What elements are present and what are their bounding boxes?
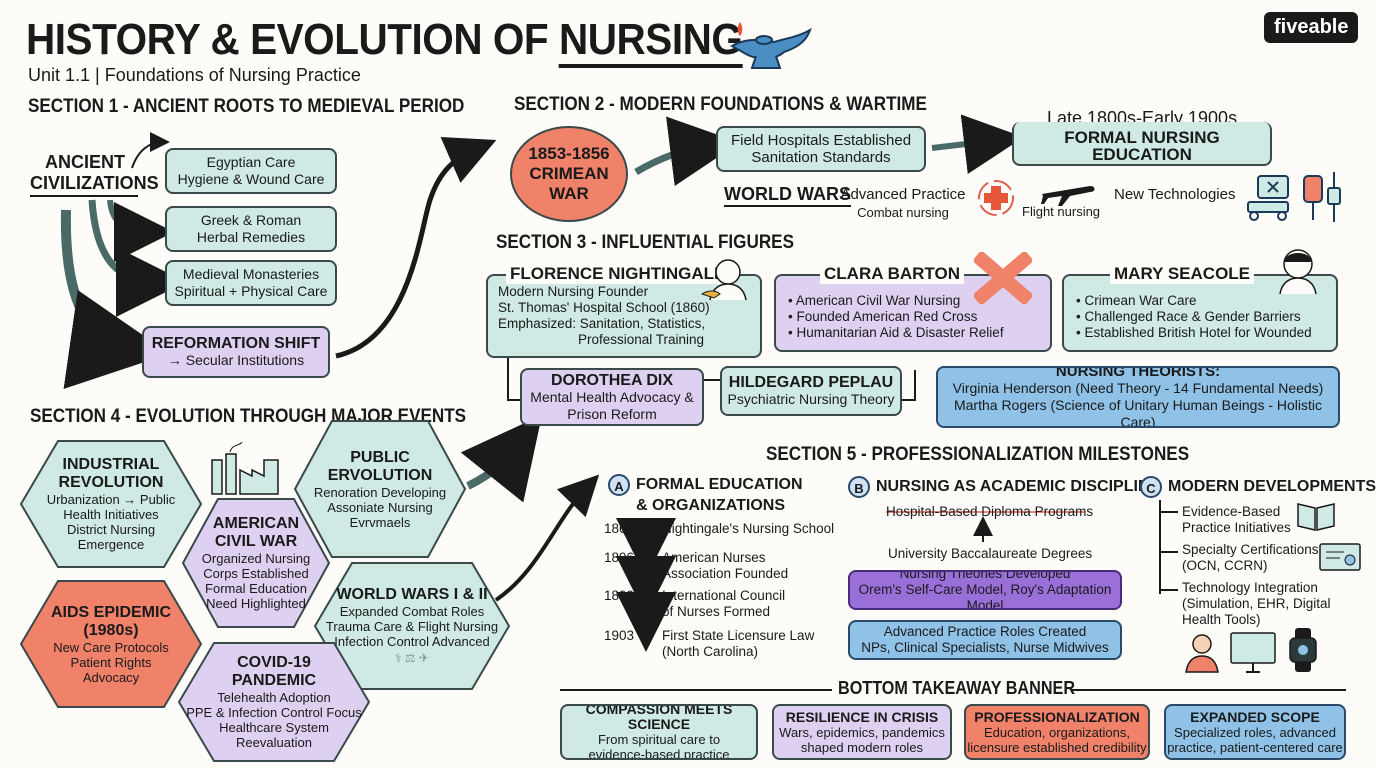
reformation-shift-box: REFORMATION SHIFT→ Secular Institutions (142, 326, 330, 378)
certificate-icon (1318, 542, 1362, 579)
section3-title: SECTION 3 - INFLUENTIAL FIGURES (496, 232, 794, 253)
smartwatch-icon (1286, 626, 1320, 679)
arrow-field-formal (931, 114, 1024, 175)
formal-nursing-education-box: FORMAL NURSING EDUCATION (1012, 122, 1272, 166)
arrow-to-reformation (60, 209, 170, 389)
red-cross-icon (974, 178, 1018, 223)
medical-cart-icon (1244, 172, 1294, 227)
new-technologies-label: New Technologies (1114, 186, 1236, 203)
arrow-to-medieval (88, 199, 186, 317)
clara-barton-name: CLARA BARTON (820, 264, 964, 284)
page-title: HISTORY & EVOLUTION OF NURSING (26, 14, 743, 68)
nursing-theorists-card: NURSING THEORISTS: Virginia Henderson (N… (936, 366, 1340, 428)
arrow-ww-to-section5 (494, 474, 600, 602)
factory-icon (208, 440, 282, 501)
nurse-icon (1180, 630, 1224, 679)
page-subtitle: Unit 1.1 | Foundations of Nursing Practi… (28, 65, 361, 85)
arrow-to-section2 (335, 137, 497, 359)
ww-small-icons: ⚕ ⚖ ✈ (395, 651, 429, 665)
monitor-icon (1228, 630, 1278, 679)
specialty-certifications-label: Specialty Certifications(OCN, CCRN) (1182, 542, 1319, 573)
section1-title: SECTION 1 - ANCIENT ROOTS TO MEDIEVAL PE… (28, 96, 465, 117)
ancient-civilizations-label: ANCIENT CIVILIZATIONS (30, 152, 159, 193)
arrow-to-greek (107, 199, 174, 262)
book-icon (1296, 500, 1336, 537)
iv-bag-icon (1298, 170, 1342, 229)
nightingale-portrait-icon (700, 254, 752, 311)
florence-nightingale-name: FLORENCE NIGHTINGALE (506, 264, 730, 284)
world-wars-label: WORLD WARS (724, 184, 851, 207)
hildegard-peplau-card: HILDEGARD PEPLAU Psychiatric Nursing The… (720, 366, 902, 416)
dorothea-dix-card: DOROTHEA DIX Mental Health Advocacy & Pr… (520, 368, 704, 426)
arrow-public-to-dix (460, 415, 542, 503)
oil-lamp-icon (726, 14, 816, 79)
hospital-diploma-label: Hospital-Based Diploma Programs (886, 504, 1094, 519)
seacole-portrait-icon (1272, 244, 1324, 301)
airplane-icon (1040, 178, 1096, 211)
technology-integration-label: Technology Integration(Simulation, EHR, … (1182, 580, 1331, 627)
section2-title: SECTION 2 - MODERN FOUNDATIONS & WARTIME (514, 94, 927, 115)
flight-nursing-label: Flight nursing (1022, 204, 1101, 219)
mary-seacole-name: MARY SEACOLE (1110, 264, 1255, 284)
university-degrees-label: University Baccalaureate Degrees (888, 546, 1093, 561)
clara-barton-card: • American Civil War Nursing • Founded A… (774, 274, 1052, 352)
section5-title: SECTION 5 - PROFESSIONALIZATION MILESTON… (766, 444, 1190, 465)
banner-title: BOTTOM TAKEAWAY BANNER (838, 678, 1076, 698)
brand-logo: fiveable (1264, 12, 1359, 43)
arrow-crimean-field (634, 116, 740, 186)
red-cross-x-icon (972, 250, 1034, 309)
arrow-to-egypt (131, 132, 170, 169)
